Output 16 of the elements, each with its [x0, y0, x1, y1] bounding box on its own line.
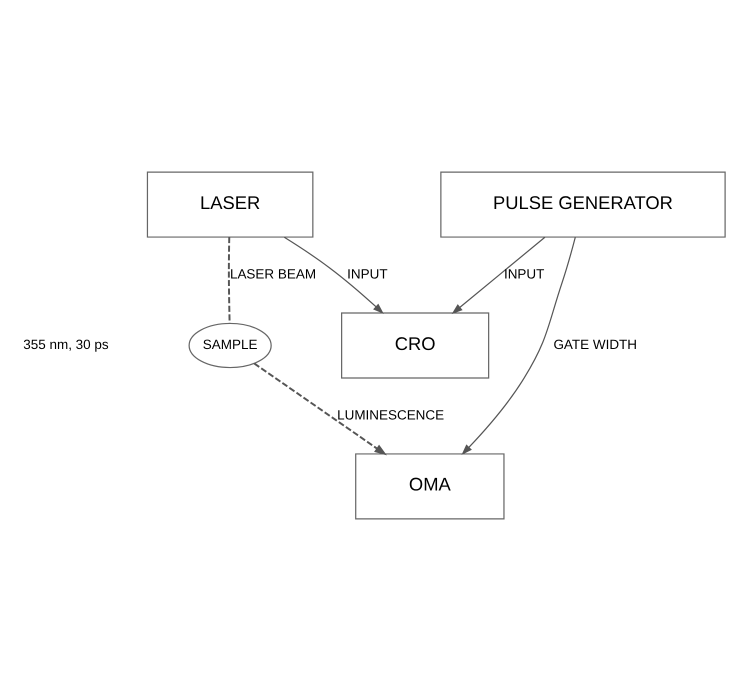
arrow	[253, 362, 386, 455]
node-box: LASER	[146, 171, 313, 238]
edge-label: LUMINESCENCE	[336, 406, 444, 422]
node-box: OMA	[354, 452, 504, 519]
label: 355 nm, 30 ps	[22, 336, 108, 352]
arrow	[283, 236, 384, 314]
arrow	[460, 236, 576, 455]
node-ellipse: SAMPLE	[188, 322, 272, 368]
node-box: PULSE GENERATOR	[440, 171, 726, 238]
edge-label: INPUT	[503, 266, 544, 281]
arrow	[451, 236, 545, 314]
connector	[227, 236, 230, 323]
edge-label: GATE WIDTH	[552, 336, 637, 352]
edge-label: INPUT	[346, 266, 388, 281]
node-box: CRO	[340, 312, 489, 378]
edge-label: LASER BEAM	[229, 266, 316, 281]
